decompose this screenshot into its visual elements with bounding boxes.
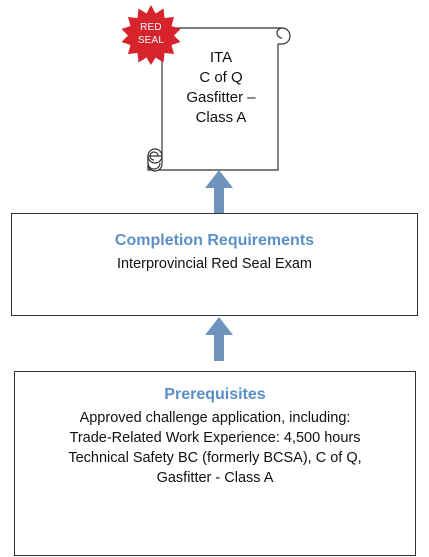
prerequisites-list: Approved challenge application, includin… [15,408,415,488]
certificate-line: ITA [209,49,233,66]
completion-requirements-box: Completion Requirements Interprovincial … [11,213,418,316]
seal-text: RED SEAL [119,21,183,47]
red-seal-badge: RED SEAL [119,3,183,67]
certificate-line: Gasfitter – [186,89,256,106]
prerequisite-line: Gasfitter - Class A [156,470,274,486]
starburst-icon [121,5,181,65]
certificate-text: ITA C of Q Gasfitter – Class A [166,48,276,128]
up-arrow-icon [204,170,234,214]
seal-line: RED [140,22,162,33]
prerequisite-line: Technical Safety BC (formerly BCSA), C o… [68,450,362,466]
certificate-scroll: ITA C of Q Gasfitter – Class A [118,8,296,178]
completion-requirement: Interprovincial Red Seal Exam [116,256,313,272]
scroll-icon [147,27,291,172]
completion-title: Completion Requirements [114,232,315,249]
prerequisite-line: Trade-Related Work Experience: 4,500 hou… [69,430,361,446]
prerequisites-title: Prerequisites [164,386,266,403]
prerequisite-line: Approved challenge application, includin… [79,410,351,426]
certificate-line: C of Q [199,69,243,86]
up-arrow-icon [204,317,234,361]
seal-line: SEAL [137,35,165,46]
prerequisites-box: Prerequisites Approved challenge applica… [14,371,416,556]
certificate-line: Class A [195,109,247,126]
